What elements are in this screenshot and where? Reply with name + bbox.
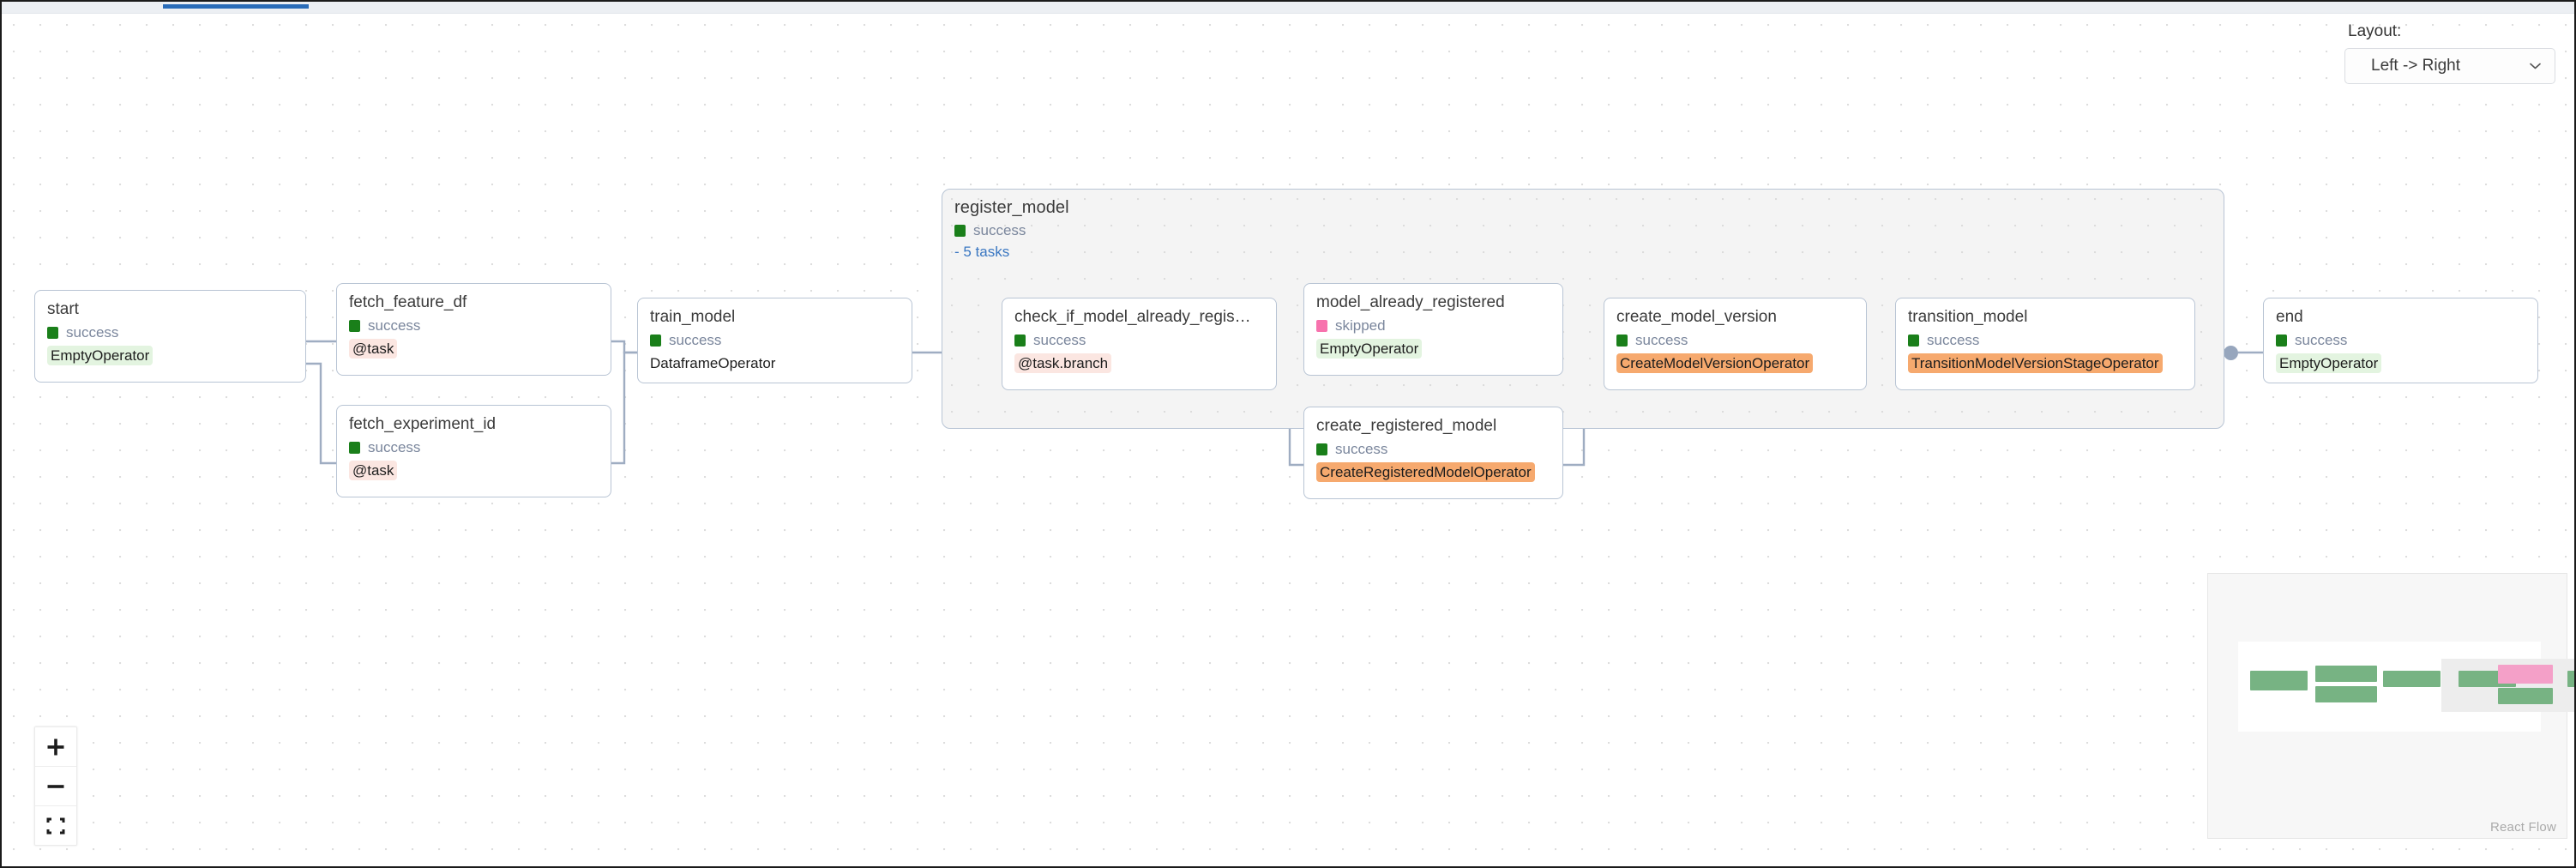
task-operator-badge: @task.branch [1014, 353, 1112, 373]
task-operator-badge: CreateRegisteredModelOperator [1316, 462, 1535, 482]
group-status-label: success [973, 222, 1026, 238]
task-node-check_if_model_already_registered[interactable]: check_if_model_already_regis…success @tas… [1002, 298, 1277, 390]
active-tab-indicator [163, 4, 309, 9]
task-node-title: fetch_experiment_id [349, 415, 497, 433]
task-status-label: success [368, 317, 421, 334]
layout-direction-select[interactable]: Left -> Right [2344, 48, 2555, 84]
minimap-node [2315, 686, 2377, 702]
layout-selected-value: Left -> Right [2371, 57, 2461, 75]
task-status-row: skipped [1316, 317, 1550, 335]
minimap-node [2567, 671, 2574, 687]
minimap[interactable]: React Flow [2207, 573, 2574, 839]
status-swatch-success-icon [1014, 335, 1026, 347]
minus-icon [47, 784, 64, 788]
task-node-title: model_already_registered [1316, 293, 1505, 311]
task-node-title: transition_model [1908, 308, 2028, 326]
task-status-row: success [1908, 332, 2182, 349]
task-status-label: success [2295, 332, 2348, 348]
status-swatch-success-icon [1316, 443, 1327, 455]
task-status-label: success [1635, 332, 1688, 348]
task-status-row: success [349, 439, 599, 456]
task-operator-badge: CreateModelVersionOperator [1616, 353, 1814, 373]
task-operator-badge: @task [349, 339, 398, 359]
edge-junction-dot-right [2224, 346, 2238, 360]
zoom-in-button[interactable] [35, 727, 76, 767]
task-operator-badge: EmptyOperator [2276, 353, 2382, 373]
task-status-label: success [669, 332, 722, 348]
status-swatch-success-icon [2276, 335, 2287, 347]
layout-label: Layout: [2348, 22, 2402, 40]
zoom-controls [34, 726, 77, 846]
status-swatch-success-icon [349, 442, 360, 454]
task-status-row: success [1316, 441, 1550, 458]
task-status-row: success [1014, 332, 1264, 349]
status-swatch-success-icon [954, 225, 966, 237]
fit-view-icon [46, 817, 65, 834]
plus-icon [47, 738, 64, 755]
task-status-label: success [368, 439, 421, 455]
task-status-label: success [66, 324, 119, 341]
task-node-title: create_registered_model [1316, 417, 1497, 435]
task-operator-badge: TransitionModelVersionStageOperator [1908, 353, 2163, 373]
status-swatch-success-icon [1616, 335, 1628, 347]
task-node-title: check_if_model_already_regis… [1014, 308, 1251, 326]
status-swatch-success-icon [47, 327, 58, 339]
minimap-node [2383, 671, 2441, 687]
group-status-row: success [954, 222, 1212, 239]
task-status-row: success [47, 324, 293, 341]
task-status-label: skipped [1335, 317, 1386, 334]
task-status-label: success [1033, 332, 1086, 348]
layout-panel: Layout: Left -> Right [2344, 22, 2555, 84]
group-header: register_model success - 5 tasks [954, 197, 1212, 262]
task-status-row: success [349, 317, 599, 335]
task-node-title: start [47, 300, 79, 318]
status-swatch-success-icon [349, 320, 360, 332]
group-title: register_model [954, 198, 1069, 217]
status-swatch-success-icon [650, 335, 661, 347]
graph-canvas[interactable]: register_model success - 5 tasks start su… [2, 14, 2574, 866]
status-swatch-skipped-icon [1316, 320, 1327, 332]
task-operator-badge: DataframeOperator [650, 355, 776, 371]
task-node-title: end [2276, 308, 2303, 326]
minimap-node [2250, 671, 2308, 690]
task-status-row: success [2276, 332, 2525, 349]
status-swatch-success-icon [1908, 335, 1919, 347]
chevron-down-icon [2530, 63, 2541, 69]
task-node-title: train_model [650, 308, 736, 326]
fit-view-button[interactable] [35, 806, 76, 845]
reactflow-attribution[interactable]: React Flow [2489, 820, 2556, 835]
minimap-viewport[interactable] [2238, 642, 2574, 732]
minimap-node [2315, 666, 2377, 682]
task-node-title: fetch_feature_df [349, 293, 467, 311]
task-operator-badge: EmptyOperator [1316, 339, 1423, 359]
minimap-node [2498, 665, 2553, 684]
group-tasks-toggle[interactable]: - 5 tasks [954, 244, 1010, 260]
task-node-title: create_model_version [1616, 308, 1777, 326]
task-operator-badge: EmptyOperator [47, 346, 153, 365]
tab-strip [2, 2, 2574, 14]
task-status-label: success [1927, 332, 1980, 348]
zoom-out-button[interactable] [35, 767, 76, 806]
task-status-row: success [1616, 332, 1854, 349]
task-status-row: success [650, 332, 900, 349]
minimap-node [2498, 688, 2553, 704]
task-operator-badge: @task [349, 461, 398, 480]
task-status-label: success [1335, 441, 1388, 457]
